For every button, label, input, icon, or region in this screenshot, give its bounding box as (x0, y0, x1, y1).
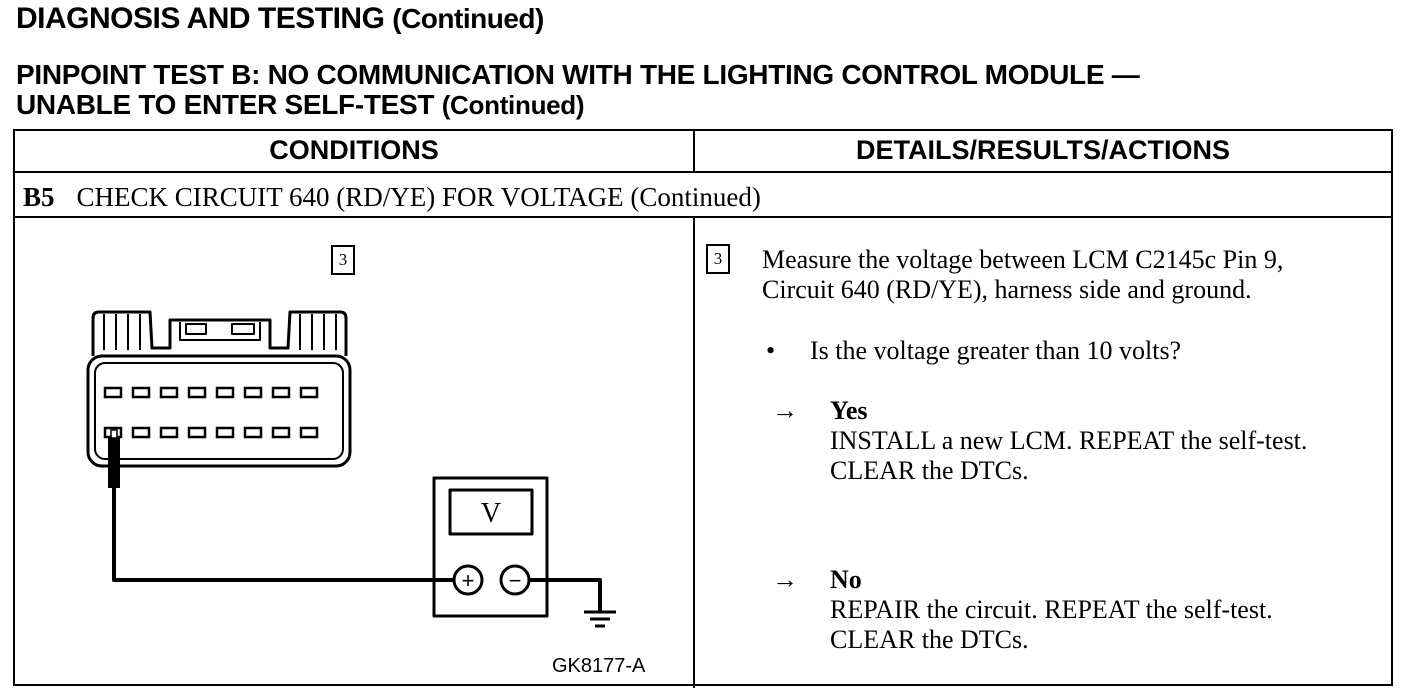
yes-label: Yes (830, 396, 868, 425)
pin-cavity (103, 386, 123, 399)
figure-code: GK8177-A (552, 655, 646, 677)
body-column-divider (693, 217, 695, 688)
no-arrow: → (772, 565, 798, 594)
diagram-step-number: 3 (331, 245, 355, 275)
pinpoint-test-line-1: PINPOINT TEST B: NO COMMUNICATION WITH T… (16, 59, 1140, 90)
yes-arrow: → (772, 396, 798, 425)
test-probe (108, 436, 120, 488)
details-step-number: 3 (706, 244, 730, 274)
step-id: B5 (23, 182, 55, 212)
pin-cavity (299, 426, 319, 439)
pin-cavity (159, 426, 179, 439)
pinpoint-test-title: PINPOINT TEST B: NO COMMUNICATION WITH T… (16, 59, 1140, 121)
connector-ridge-right (299, 314, 337, 350)
pin-cavity (215, 426, 235, 439)
connector-pin-cavities (103, 386, 319, 439)
positive-jack-symbol: + (462, 568, 475, 593)
column-header-details: DETAILS/RESULTS/ACTIONS (855, 135, 1230, 165)
connector-body (86, 354, 352, 468)
negative-jack-symbol: − (509, 568, 522, 593)
positive-test-lead (112, 486, 454, 582)
pin-cavity (271, 426, 291, 439)
instruction: Measure the voltage between LCM C2145c P… (762, 245, 1283, 305)
step-row-divider (15, 216, 1391, 218)
yes-action-line-1: INSTALL a new LCM. REPEAT the self-test. (830, 426, 1308, 455)
pin-cavity (187, 426, 207, 439)
page-title: DIAGNOSIS AND TESTING (Continued) (16, 2, 544, 36)
pin-cavity (243, 426, 263, 439)
no-result: No REPAIR the circuit. REPEAT the self-t… (830, 565, 1273, 655)
pin-cavity (159, 386, 179, 399)
page-title-text: DIAGNOSIS AND TESTING (16, 2, 385, 35)
instruction-line-2: Circuit 640 (RD/YE), harness side and gr… (762, 275, 1252, 304)
no-action-line-1: REPAIR the circuit. REPEAT the self-test… (830, 595, 1273, 624)
pin-cavity (187, 386, 207, 399)
step-title: CHECK CIRCUIT 640 (RD/YE) FOR VOLTAGE (C… (76, 182, 761, 212)
question-bullet: • (766, 336, 776, 365)
connector-outline (91, 310, 348, 356)
multimeter-display (448, 488, 534, 536)
page-title-continued: (Continued) (392, 3, 544, 34)
yes-result: Yes INSTALL a new LCM. REPEAT the self-t… (830, 396, 1307, 486)
pinpoint-test-table: CONDITIONS DETAILS/RESULTS/ACTIONS B5 CHE… (13, 129, 1393, 688)
pinpoint-test-line-2-text: UNABLE TO ENTER SELF-TEST (16, 89, 435, 120)
question-text: Is the voltage greater than 10 volts? (810, 336, 1182, 365)
multimeter-body (432, 476, 549, 618)
header-column-divider (693, 131, 695, 171)
connector-face (94, 362, 344, 460)
pin-cavity (243, 386, 263, 399)
connector-ridge-left (103, 314, 141, 350)
pin-cavity (271, 386, 291, 399)
pinpoint-test-continued: (Continued) (441, 90, 585, 120)
header-row-divider (15, 171, 1391, 173)
instruction-line-1: Measure the voltage between LCM C2145c P… (762, 245, 1284, 274)
pin-cavity (215, 386, 235, 399)
step-row: B5 CHECK CIRCUIT 640 (RD/YE) FOR VOLTAGE … (23, 182, 761, 213)
column-header-conditions: CONDITIONS (269, 135, 439, 165)
no-label: No (830, 565, 862, 594)
negative-test-lead (529, 578, 602, 612)
pin-cavity (131, 386, 151, 399)
yes-action-line-2: CLEAR the DTCs. (830, 456, 1029, 485)
connector-latch (179, 322, 261, 341)
pin-cavity (131, 426, 151, 439)
ground-symbol (584, 610, 616, 628)
pin-cavity (299, 386, 319, 399)
no-action-line-2: CLEAR the DTCs. (830, 625, 1029, 654)
pinpoint-test-line-2: UNABLE TO ENTER SELF-TEST (Continued) (16, 89, 1139, 121)
meter-display-text: V (481, 498, 501, 529)
test-probe-tip (110, 429, 118, 439)
